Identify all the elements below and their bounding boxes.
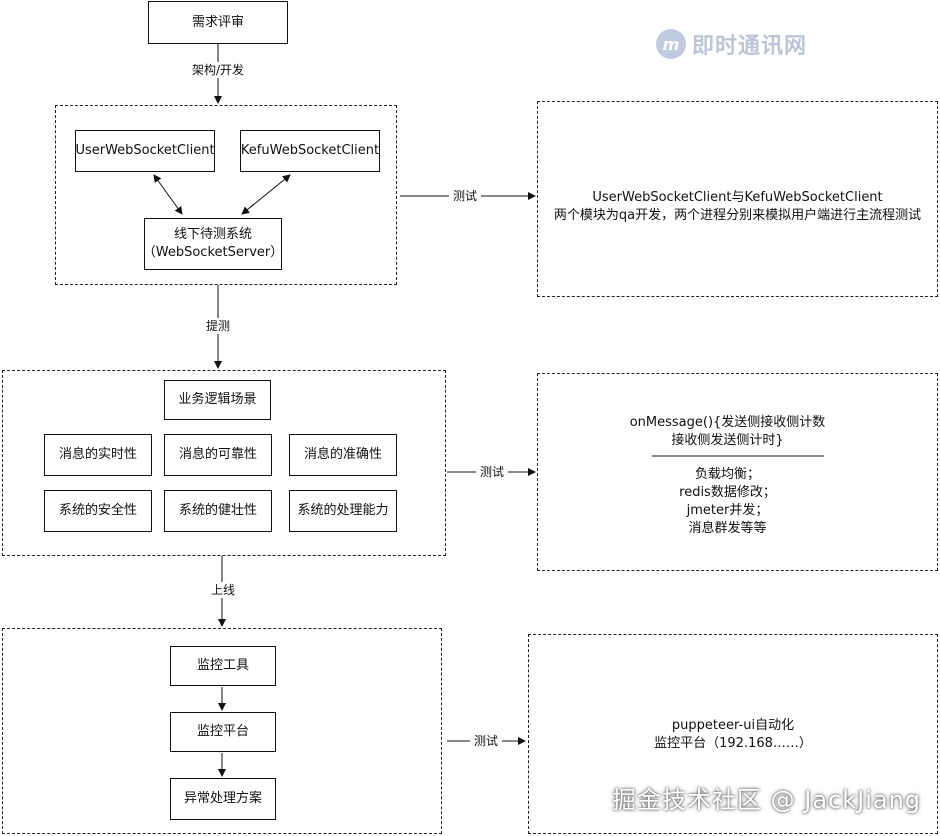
dev-test-label: 测试 — [449, 188, 482, 204]
biz-note: onMessage(){发送侧接收侧计数 接收侧发送侧计时} 负载均衡； red… — [537, 373, 938, 571]
kefu-client-label: KefuWebSocketClient — [240, 143, 380, 158]
biz-note-item: jmeter并发； — [686, 503, 769, 518]
biz-note-line2: 接收侧发送侧计时} — [671, 433, 784, 448]
biz-note-item: 负载均衡； — [694, 467, 760, 482]
site-logo: m 即时通讯网 — [656, 28, 807, 60]
monitor-platform-label: 监控平台 — [196, 724, 249, 739]
biz-group — [2, 370, 446, 556]
server-box: 线下待测系统 （WebSocketServer） — [142, 218, 284, 270]
server-label-line2: （WebSocketServer） — [142, 245, 284, 260]
watermark: 掘金技术社区 @ JackJiang — [612, 786, 922, 814]
biz-item-label: 系统的安全性 — [58, 503, 137, 518]
ops-note-line1: puppeteer-ui自动化 — [671, 718, 795, 733]
design-label: 架构/开发 — [190, 62, 247, 78]
logo-mark-icon: m — [656, 29, 686, 59]
dev-note-line2: 两个模块为qa开发，两个进程分别来模拟用户端进行主流程测试 — [553, 208, 922, 223]
submit-label: 提测 — [204, 318, 233, 334]
biz-item-security: 系统的安全性 — [44, 490, 152, 532]
release-label: 上线 — [209, 582, 238, 598]
ops-test-label: 测试 — [470, 733, 503, 749]
biz-item-label: 消息的可靠性 — [178, 447, 257, 462]
biz-item-label: 系统的健壮性 — [178, 503, 257, 518]
kefu-client-box: KefuWebSocketClient — [240, 130, 380, 172]
biz-item-accuracy: 消息的准确性 — [289, 434, 397, 476]
user-client-label: UserWebSocketClient — [75, 143, 215, 158]
biz-item-capacity: 系统的处理能力 — [289, 490, 397, 532]
dev-note: UserWebSocketClient与KefuWebSocketClient … — [537, 101, 938, 297]
monitor-tool-box: 监控工具 — [170, 646, 276, 686]
dev-note-line1: UserWebSocketClient与KefuWebSocketClient — [592, 190, 883, 205]
biz-item-label: 系统的处理能力 — [297, 503, 389, 518]
exception-plan-label: 异常处理方案 — [183, 791, 262, 806]
logo-text: 即时通讯网 — [692, 34, 808, 59]
biz-item-label: 消息的实时性 — [58, 447, 137, 462]
ops-note-line2: 监控平台（192.168……） — [654, 736, 812, 751]
review-label: 需求评审 — [191, 14, 244, 30]
biz-title-label: 业务逻辑场景 — [178, 392, 257, 407]
monitor-tool-label: 监控工具 — [196, 658, 249, 673]
biz-note-item: 消息群发等等 — [688, 521, 767, 536]
monitor-platform-box: 监控平台 — [170, 712, 276, 752]
biz-item-label: 消息的准确性 — [303, 447, 382, 462]
review-box: 需求评审 — [148, 1, 288, 44]
ops-group — [2, 628, 442, 834]
exception-plan-box: 异常处理方案 — [170, 778, 276, 820]
biz-title-box: 业务逻辑场景 — [164, 380, 271, 420]
biz-note-item: redis数据修改； — [679, 485, 776, 500]
biz-note-line1: onMessage(){发送侧接收侧计数 — [629, 415, 826, 430]
biz-item-realtime: 消息的实时性 — [44, 434, 152, 476]
ops-note: puppeteer-ui自动化 监控平台（192.168……） — [528, 634, 938, 834]
user-client-box: UserWebSocketClient — [75, 130, 215, 172]
biz-item-reliability: 消息的可靠性 — [164, 434, 272, 476]
biz-item-robustness: 系统的健壮性 — [164, 490, 272, 532]
server-label-line1: 线下待测系统 — [173, 227, 252, 242]
biz-test-label: 测试 — [476, 464, 509, 480]
dev-group — [55, 105, 397, 285]
